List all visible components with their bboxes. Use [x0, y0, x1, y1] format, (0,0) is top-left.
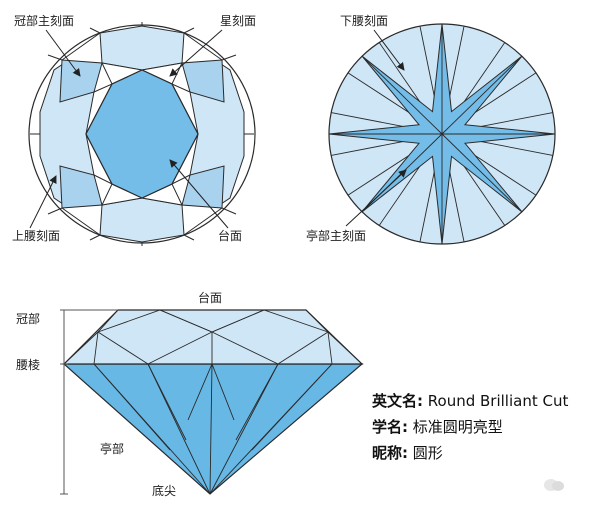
- top-view-diagram: [28, 22, 256, 246]
- crown-body: [62, 309, 364, 365]
- pavilion-main-spoke: [361, 55, 443, 135]
- crown-main-arrow: [45, 29, 81, 77]
- pavilion-label: 亭部: [100, 442, 125, 456]
- crown-label: 冠部: [16, 312, 41, 326]
- nickname-value: 圆形: [408, 444, 443, 462]
- side-view-diagram: [60, 309, 364, 495]
- pavilion-main-spoke: [441, 133, 523, 213]
- pavilion-main-spoke: [441, 55, 523, 135]
- girdle-label: 腰棱: [16, 358, 41, 372]
- upper-girdle-arrow: [29, 175, 57, 229]
- upper-girdle-facet-label: 上腰刻面: [12, 229, 61, 243]
- crown-main-facet: [99, 25, 185, 71]
- height-scale: [60, 309, 118, 495]
- pavilion-main-arrow: [345, 169, 407, 227]
- star-facet-label: 星刻面: [220, 14, 257, 28]
- table-facet-label: 台面: [218, 229, 243, 243]
- table-arrow: [169, 159, 229, 229]
- crown-main-facet: [99, 197, 185, 243]
- pavilion-main-facet-label: 亭部主刻面: [306, 229, 367, 243]
- english-name-value: Round Brilliant Cut: [423, 392, 569, 410]
- scientific-name-label: 学名:: [372, 418, 408, 436]
- scientific-name-row: 学名: 标准圆明亮型: [372, 418, 503, 436]
- lower-girdle-arrow: [373, 29, 405, 71]
- watermark-icon: [544, 479, 564, 491]
- bottom-view-diagram: [328, 23, 556, 245]
- english-name-label: 英文名:: [372, 392, 423, 410]
- scientific-name-value: 标准圆明亮型: [408, 418, 503, 436]
- english-name-row: 英文名: Round Brilliant Cut: [372, 392, 568, 410]
- culet-label: 底尖: [152, 484, 177, 498]
- nickname-row: 昵称: 圆形: [372, 444, 443, 462]
- star-arrow: [169, 29, 223, 77]
- lower-girdle-facet-label: 下腰刻面: [340, 14, 389, 28]
- crown-main-facet-label: 冠部主刻面: [14, 14, 75, 28]
- nickname-label: 昵称:: [372, 444, 408, 462]
- pavilion-body: [62, 363, 364, 495]
- side-table-label: 台面: [198, 291, 223, 305]
